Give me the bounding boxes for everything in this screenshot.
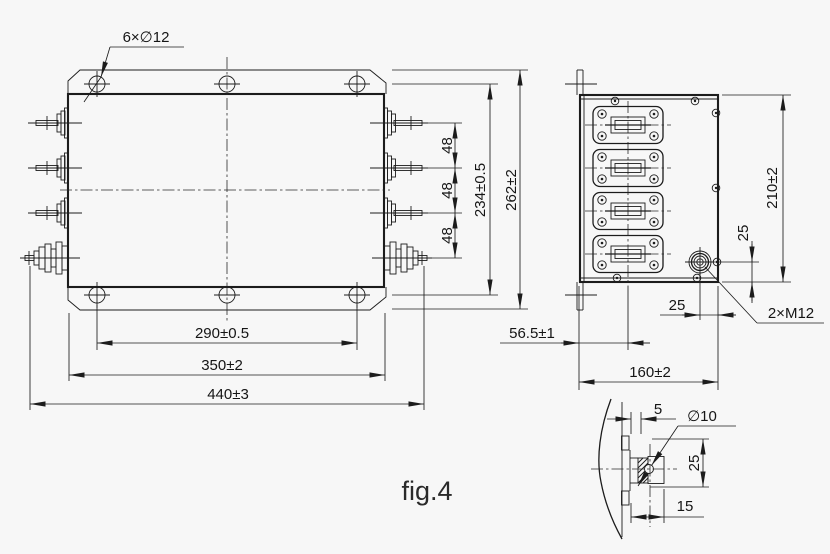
- dim-stud-to-edge: 25: [669, 297, 686, 314]
- dim-hole-callout: 6×∅12: [123, 29, 170, 46]
- side-flange-tabs: [565, 69, 597, 311]
- side-terminal-blocks: [584, 101, 672, 286]
- side-dim-stud-to-edge: 25: [660, 273, 736, 320]
- side-dim-stud-to-bottom: 25: [711, 225, 759, 303]
- front-view: 6×∅12 48 48 48 234±0.5 262: [19, 29, 528, 410]
- dim-body-width: 350±2: [201, 357, 243, 374]
- front-dim-body-width: 350±2: [68, 313, 386, 381]
- side-dim-height: 210±2: [722, 94, 791, 283]
- dim-detail-hole: ∅10: [687, 408, 717, 425]
- front-dim-overall-width: 440±3: [29, 266, 425, 410]
- front-mounting-holes: [84, 71, 370, 308]
- dim-side-height: 210±2: [764, 167, 781, 209]
- stud-callout: 2×M12: [768, 305, 814, 322]
- dim-overall-height: 262±2: [503, 169, 520, 211]
- detail-dim-15: 15: [630, 489, 704, 523]
- dim-terminal-pitch-2: 48: [439, 182, 456, 199]
- dim-holes-height: 234±0.5: [472, 163, 489, 217]
- front-dim-holes-width: 290±0.5: [96, 305, 358, 350]
- front-terminals-right: [369, 107, 433, 275]
- dim-overall-width: 440±3: [207, 386, 249, 403]
- dim-terminal-pitch-3: 48: [439, 227, 456, 244]
- dim-terminal-pitch-1: 48: [439, 137, 456, 154]
- detail-dim-25: 25: [650, 438, 709, 488]
- figure-caption: fig.4: [401, 476, 452, 506]
- dim-detail-15: 15: [677, 498, 694, 515]
- dim-terminal-offset: 56.5±1: [509, 325, 555, 342]
- detail-view: 5 ∅10 25 15: [591, 398, 736, 540]
- dim-stud-to-bottom: 25: [735, 225, 752, 242]
- dim-detail-25: 25: [686, 455, 703, 472]
- dim-depth: 160±2: [629, 364, 671, 381]
- detail-dim-plate-thickness: 5: [607, 401, 676, 434]
- detail-outline: [591, 398, 677, 540]
- side-dim-depth: 160±2: [579, 286, 719, 390]
- dim-holes-width: 290±0.5: [195, 325, 249, 342]
- front-dim-terminal-pitch: 48 48 48: [427, 122, 462, 259]
- front-terminals-left: [19, 107, 83, 275]
- front-dim-holes-height: 234±0.5: [392, 83, 498, 296]
- side-stud-callout: 2×M12: [704, 266, 824, 324]
- side-outline: [578, 93, 720, 284]
- side-dim-terminal-offset: 56.5±1: [500, 286, 650, 390]
- dim-plate-thickness: 5: [654, 401, 662, 418]
- detail-hole-callout: ∅10: [637, 408, 736, 487]
- front-centerlines: [60, 57, 390, 323]
- front-dim-overall-height: 262±2: [392, 69, 528, 310]
- side-view: 2×M12 210±2 25 25 56.5±: [500, 69, 824, 390]
- front-hole-callout: 6×∅12: [83, 29, 184, 103]
